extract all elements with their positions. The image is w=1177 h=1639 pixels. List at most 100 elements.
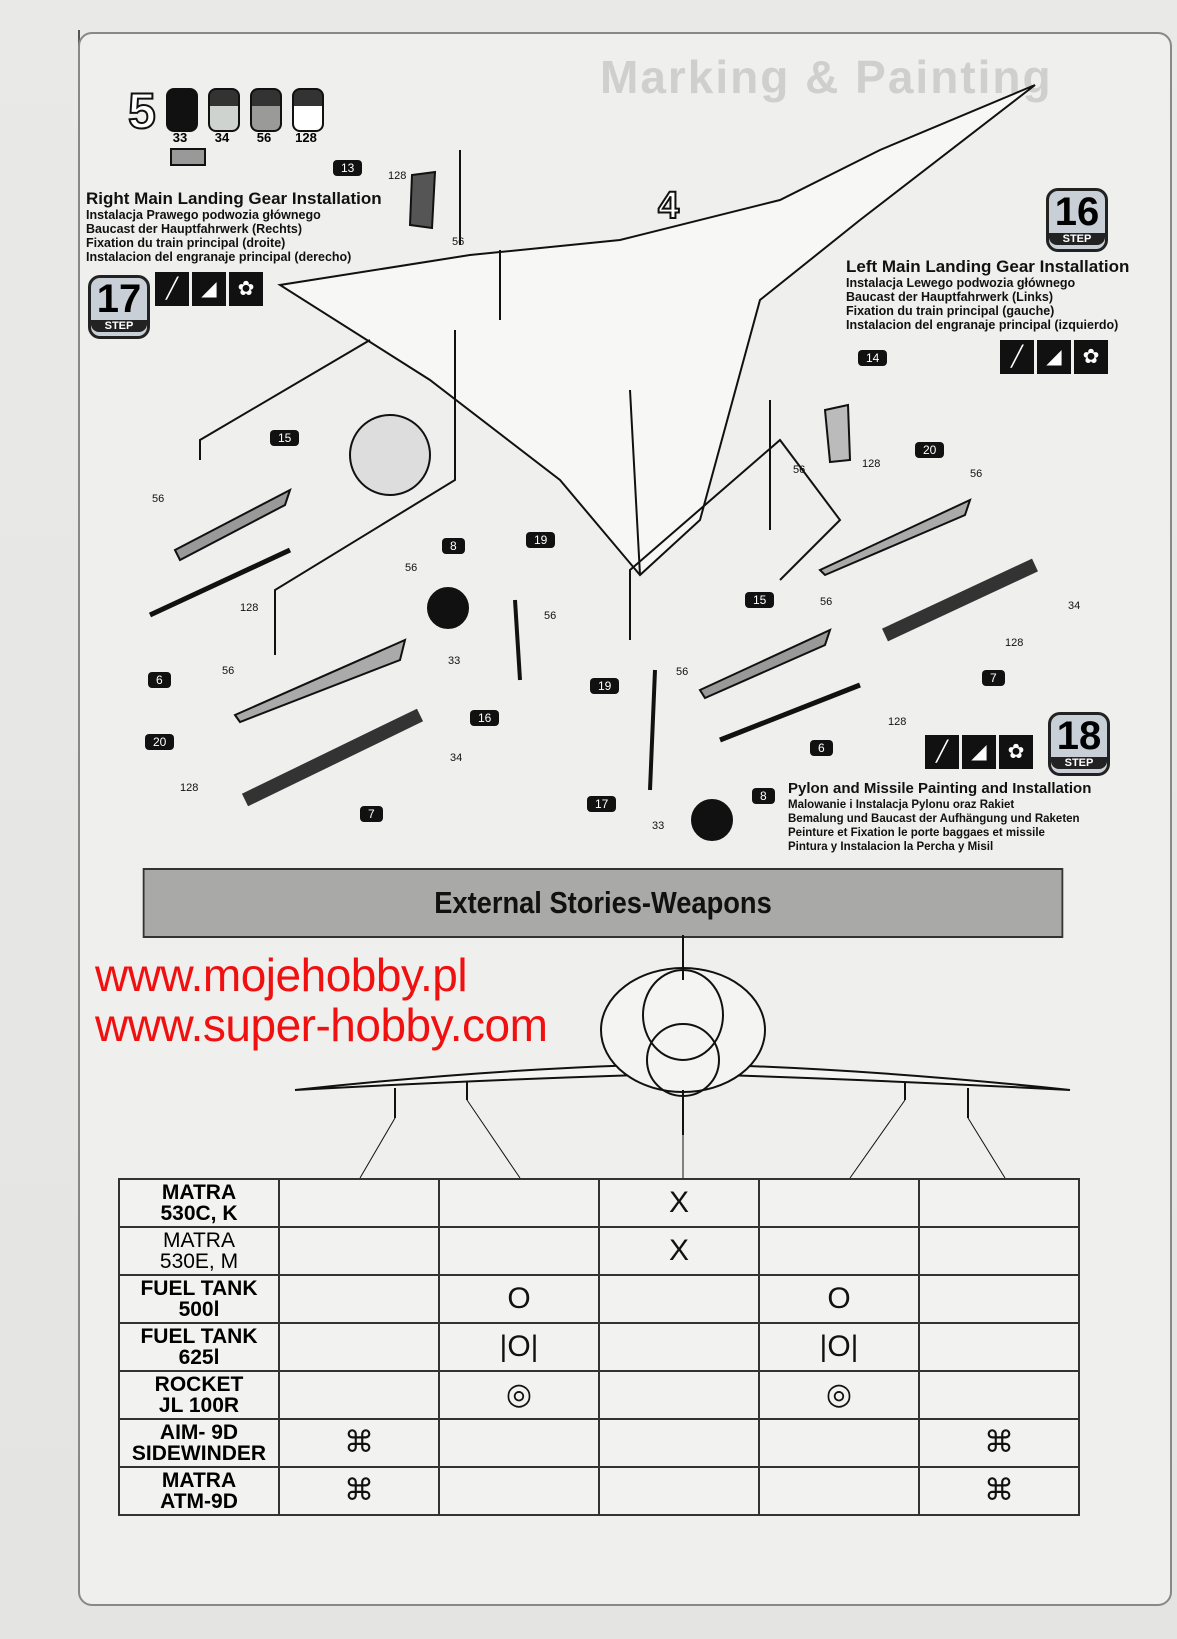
paint-ref: 56 bbox=[793, 464, 806, 476]
station-cell bbox=[758, 1226, 920, 1276]
glue-icon: ◢ bbox=[192, 272, 226, 306]
front-view-aircraft bbox=[294, 935, 1071, 1179]
part-callout: 8 bbox=[442, 538, 465, 554]
paint-step-number: 5 bbox=[127, 82, 157, 140]
station-cell bbox=[278, 1322, 440, 1372]
missile-6-left bbox=[719, 682, 861, 743]
weapon-name-line: 530C, K bbox=[160, 1202, 238, 1225]
station-cell bbox=[598, 1370, 760, 1420]
step16-line: Instalacion del engranaje principal (izq… bbox=[846, 318, 1119, 332]
step18-line: Peinture et Fixation le porte baggaes et… bbox=[788, 827, 1045, 839]
step17-instructions: Right Main Landing Gear Installation Ins… bbox=[86, 190, 382, 265]
part-callout: 20 bbox=[915, 442, 945, 458]
paint-ref: 56 bbox=[222, 665, 235, 677]
part-callout: 13 bbox=[333, 160, 363, 176]
background-heading: Marking & Painting bbox=[600, 51, 1053, 103]
step18-tool-icons: ╱◢✿ bbox=[925, 735, 1036, 769]
station-cell: ◎ bbox=[438, 1370, 600, 1420]
station-cell bbox=[918, 1178, 1080, 1228]
step16-title: Left Main Landing Gear Installation bbox=[846, 257, 1130, 276]
weapon-name-line: JL 100R bbox=[158, 1394, 240, 1417]
station-cell: ⌘ bbox=[918, 1466, 1080, 1516]
paint-ref: 33 bbox=[448, 655, 461, 667]
paint-ref: 56 bbox=[452, 236, 465, 248]
part-callout: 19 bbox=[526, 532, 556, 548]
step16-line: Instalacja Lewego podwozia głównego bbox=[846, 276, 1076, 290]
weapon-name-line: FUEL TANK bbox=[140, 1325, 258, 1348]
station-cell bbox=[758, 1418, 920, 1468]
station-load-symbol: ◎ bbox=[505, 1378, 533, 1411]
station-cell: O bbox=[438, 1274, 600, 1324]
station-load-symbol: ⌘ bbox=[344, 1426, 374, 1459]
part-callout: 16 bbox=[470, 710, 500, 726]
diagram-marker: 4 bbox=[657, 184, 680, 228]
station-cell bbox=[758, 1466, 920, 1516]
step18-line: Bemalung und Baucast der Aufhängung und … bbox=[788, 813, 1080, 825]
gear-door-13 bbox=[408, 170, 437, 230]
missile-7-right bbox=[241, 708, 424, 807]
pylon-15-left bbox=[698, 628, 832, 700]
step17-line: Fixation du train principal (droite) bbox=[86, 236, 286, 250]
part-callout: 7 bbox=[360, 806, 383, 822]
paint-code: 128 bbox=[295, 130, 317, 145]
weapons-heading: External Stories-Weapons bbox=[142, 868, 1064, 938]
weapon-name-line: 530E, M bbox=[159, 1250, 239, 1273]
station-cell: |O| bbox=[758, 1322, 920, 1372]
station-cell bbox=[438, 1178, 600, 1228]
glue-icon: ◢ bbox=[962, 735, 996, 769]
station-cell: ⌘ bbox=[278, 1418, 440, 1468]
part-callout: 15 bbox=[745, 592, 775, 608]
part-callout: 7 bbox=[982, 670, 1005, 686]
brush-icon: ╱ bbox=[155, 272, 189, 306]
station-load-symbol: ⌘ bbox=[984, 1474, 1014, 1507]
station-cell bbox=[278, 1370, 440, 1420]
pylon-15-right bbox=[173, 487, 292, 562]
wheel-8-right bbox=[427, 587, 469, 629]
station-load-symbol: O bbox=[827, 1282, 851, 1315]
station-load-symbol: |O| bbox=[499, 1330, 539, 1363]
paint-jar-128 bbox=[292, 88, 324, 132]
station-cell bbox=[918, 1226, 1080, 1276]
station-cell bbox=[918, 1274, 1080, 1324]
step17-tool-icons: ╱◢✿ bbox=[155, 272, 266, 306]
paint-jar-56 bbox=[250, 88, 282, 132]
weapon-name-line: MATRA bbox=[161, 1181, 237, 1204]
paint-ref: 128 bbox=[240, 602, 259, 614]
station-cell bbox=[438, 1466, 600, 1516]
station-cell: X bbox=[598, 1226, 760, 1276]
station-cell: ◎ bbox=[758, 1370, 920, 1420]
paint-ref: 56 bbox=[970, 468, 983, 480]
part-callout: 8 bbox=[752, 788, 775, 804]
step18-line: Malowanie i Instalacja Pylonu oraz Rakie… bbox=[788, 799, 1015, 811]
station-cell bbox=[438, 1418, 600, 1468]
weapon-name-line: MATRA bbox=[163, 1229, 235, 1252]
station-cell bbox=[598, 1322, 760, 1372]
part-callout: 6 bbox=[148, 672, 171, 688]
gear-door-14 bbox=[823, 403, 852, 464]
landing-gear-struts bbox=[513, 599, 657, 791]
weapon-name-line: AIM- 9D bbox=[159, 1421, 239, 1444]
station-cell bbox=[918, 1370, 1080, 1420]
step18-line: Pintura y Instalacion la Percha y Misil bbox=[788, 841, 994, 853]
station-load-symbol: |O| bbox=[819, 1330, 859, 1363]
station-cell bbox=[598, 1274, 760, 1324]
step-label: STEP bbox=[1051, 757, 1107, 769]
fuel-tank-20-left bbox=[818, 498, 972, 577]
paint-ref: 56 bbox=[544, 610, 557, 622]
weapon-name-line: 500l bbox=[178, 1298, 220, 1321]
paint-ref: 128 bbox=[388, 170, 407, 182]
paint-ref: 56 bbox=[676, 666, 689, 678]
step16-line: Fixation du train principal (gauche) bbox=[846, 304, 1055, 318]
decal-icon: ✿ bbox=[999, 735, 1033, 769]
wheel-8-left bbox=[691, 799, 733, 841]
